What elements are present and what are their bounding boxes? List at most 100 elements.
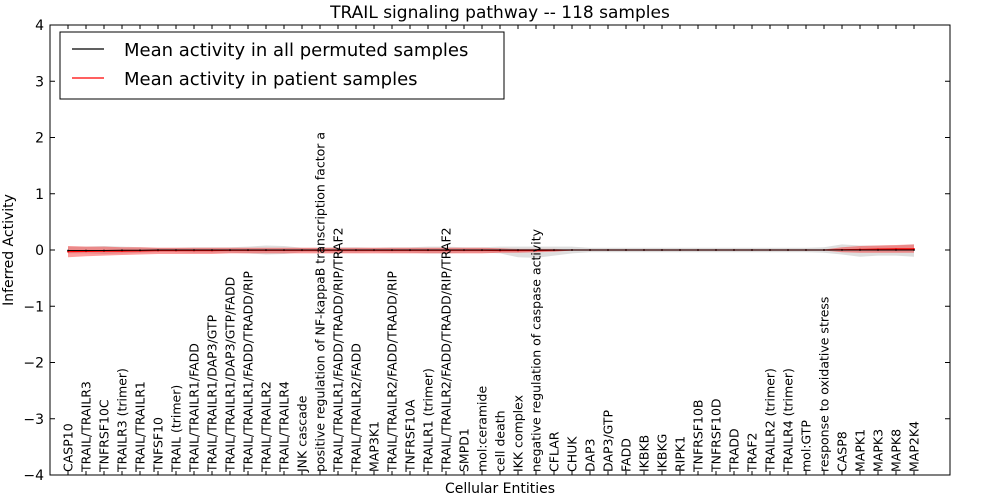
point-series-0-0 <box>67 249 69 252</box>
x-tick-label: TRAILR1 (trimer) <box>421 368 436 473</box>
x-tick-label: TNFRSF10C <box>97 399 112 473</box>
x-tick-label: TRAILR3 (trimer) <box>115 368 130 473</box>
point-series-0-5 <box>157 249 159 251</box>
point-series-0-18 <box>391 249 393 251</box>
point-series-0-21 <box>445 249 447 251</box>
y-tick-label: 2 <box>35 131 44 147</box>
x-tick-label: TRAIL (trimer) <box>169 385 184 473</box>
point-series-0-30 <box>607 249 609 251</box>
x-tick-label: TNFRSF10A <box>403 399 418 473</box>
point-series-0-26 <box>535 249 537 251</box>
x-tick-label: CASP8 <box>835 431 850 472</box>
chart-title: TRAIL signaling pathway -- 118 samples <box>329 3 670 23</box>
point-series-0-40 <box>787 249 789 251</box>
legend: Mean activity in all permuted samples Me… <box>59 31 505 100</box>
x-tick-label: mol:ceramide <box>475 386 490 472</box>
x-tick-label: TRAIL/TRAILR1/DAP3/GTP/FADD <box>223 277 238 473</box>
x-tick-label: TRAF2 <box>745 432 760 473</box>
point-series-0-34 <box>679 249 681 251</box>
x-tick-label: MAPK3 <box>871 429 886 472</box>
point-series-0-10 <box>247 249 249 251</box>
x-tick-label: TNFRSF10D <box>709 398 724 473</box>
legend-label-patient: Mean activity in patient samples <box>124 69 418 90</box>
x-tick-label: TRAIL/TRAILR4 <box>277 381 292 473</box>
x-tick-label: IKBKG <box>655 434 670 472</box>
point-series-0-2 <box>103 249 105 252</box>
point-series-0-14 <box>319 249 321 251</box>
y-tick-label: 4 <box>35 18 44 34</box>
point-series-0-29 <box>589 249 591 251</box>
x-tick-label: CFLAR <box>547 431 562 472</box>
point-series-0-20 <box>427 249 429 251</box>
x-tick-label: MAP2K4 <box>907 421 922 472</box>
point-series-0-7 <box>193 249 195 251</box>
x-tick-label: MAPK1 <box>853 429 868 472</box>
x-tick-label: TRAIL/TRAILR1/FADD/TRADD/RIP <box>241 271 256 473</box>
point-series-0-24 <box>499 249 501 251</box>
point-series-0-6 <box>175 249 177 251</box>
point-series-0-25 <box>517 249 519 251</box>
x-tick-label: MAPK8 <box>889 429 904 472</box>
x-tick-label: cell death <box>493 410 508 472</box>
point-series-0-32 <box>643 249 645 251</box>
point-series-0-1 <box>85 249 87 252</box>
point-series-0-37 <box>733 249 735 251</box>
point-series-0-35 <box>697 249 699 251</box>
point-series-0-36 <box>715 249 717 251</box>
x-tick-label: JNK cascade <box>295 395 310 473</box>
point-series-0-15 <box>337 249 339 251</box>
point-series-0-31 <box>625 249 627 251</box>
x-tick-label: positive regulation of NF-kappaB transcr… <box>313 132 328 472</box>
x-tick-label: TRADD <box>727 428 742 473</box>
x-tick-label: CASP10 <box>61 423 76 472</box>
series-lines <box>67 247 915 253</box>
y-tick-label: 1 <box>35 187 44 203</box>
x-tick-label: TRAIL/TRAILR1/DAP3/GTP <box>205 314 220 473</box>
band-series-0 <box>68 244 914 258</box>
x-tick-label: TRAIL/TRAILR3 <box>79 381 94 473</box>
point-series-0-44 <box>859 249 861 251</box>
point-series-0-45 <box>877 249 879 251</box>
point-series-0-46 <box>895 249 897 251</box>
point-series-0-47 <box>913 249 915 251</box>
x-tick-label: TRAIL/TRAILR1/FADD <box>187 343 202 473</box>
x-tick-label: TNFRSF10B <box>691 400 706 473</box>
x-tick-label: TRAILR4 (trimer) <box>781 368 796 473</box>
point-series-0-43 <box>841 249 843 251</box>
legend-box <box>59 31 505 100</box>
point-series-0-17 <box>373 249 375 251</box>
x-tick-label: TRAIL/TRAILR2 <box>259 381 274 473</box>
x-tick-label: IKK complex <box>511 395 526 472</box>
y-tick-label: −2 <box>23 356 44 372</box>
point-series-0-9 <box>229 249 231 251</box>
x-tick-label: TNFSF10 <box>151 417 166 473</box>
x-tick-label: DAP3/GTP <box>601 409 616 472</box>
point-series-0-16 <box>355 249 357 251</box>
point-series-0-38 <box>751 249 753 251</box>
point-series-0-27 <box>553 249 555 251</box>
point-series-0-39 <box>769 249 771 251</box>
point-series-0-28 <box>571 249 573 251</box>
point-series-0-19 <box>409 249 411 251</box>
point-series-0-22 <box>463 249 465 251</box>
x-tick-label: SMPD1 <box>457 428 472 472</box>
x-tick-label: TRAIL/TRAILR1/FADD/TRADD/RIP/TRAF2 <box>331 227 346 473</box>
point-series-0-11 <box>265 249 267 251</box>
y-tick-label: 3 <box>35 74 44 90</box>
point-series-0-41 <box>805 249 807 251</box>
x-axis-label: Cellular Entities <box>445 481 555 497</box>
point-series-0-12 <box>283 249 285 251</box>
x-tick-label: mol:GTP <box>799 420 814 472</box>
x-tick-label: TRAIL/TRAILR2/FADD <box>349 343 364 473</box>
point-series-0-42 <box>823 249 825 251</box>
line-series-0 <box>68 249 914 252</box>
x-tick-label: FADD <box>619 438 634 472</box>
y-tick-label: −3 <box>23 412 44 428</box>
x-tick-label: TRAIL/TRAILR1 <box>133 381 148 473</box>
legend-label-permuted: Mean activity in all permuted samples <box>124 40 468 61</box>
x-tick-label: MAP3K1 <box>367 421 382 472</box>
x-tick-label: negative regulation of caspase activity <box>529 228 544 472</box>
